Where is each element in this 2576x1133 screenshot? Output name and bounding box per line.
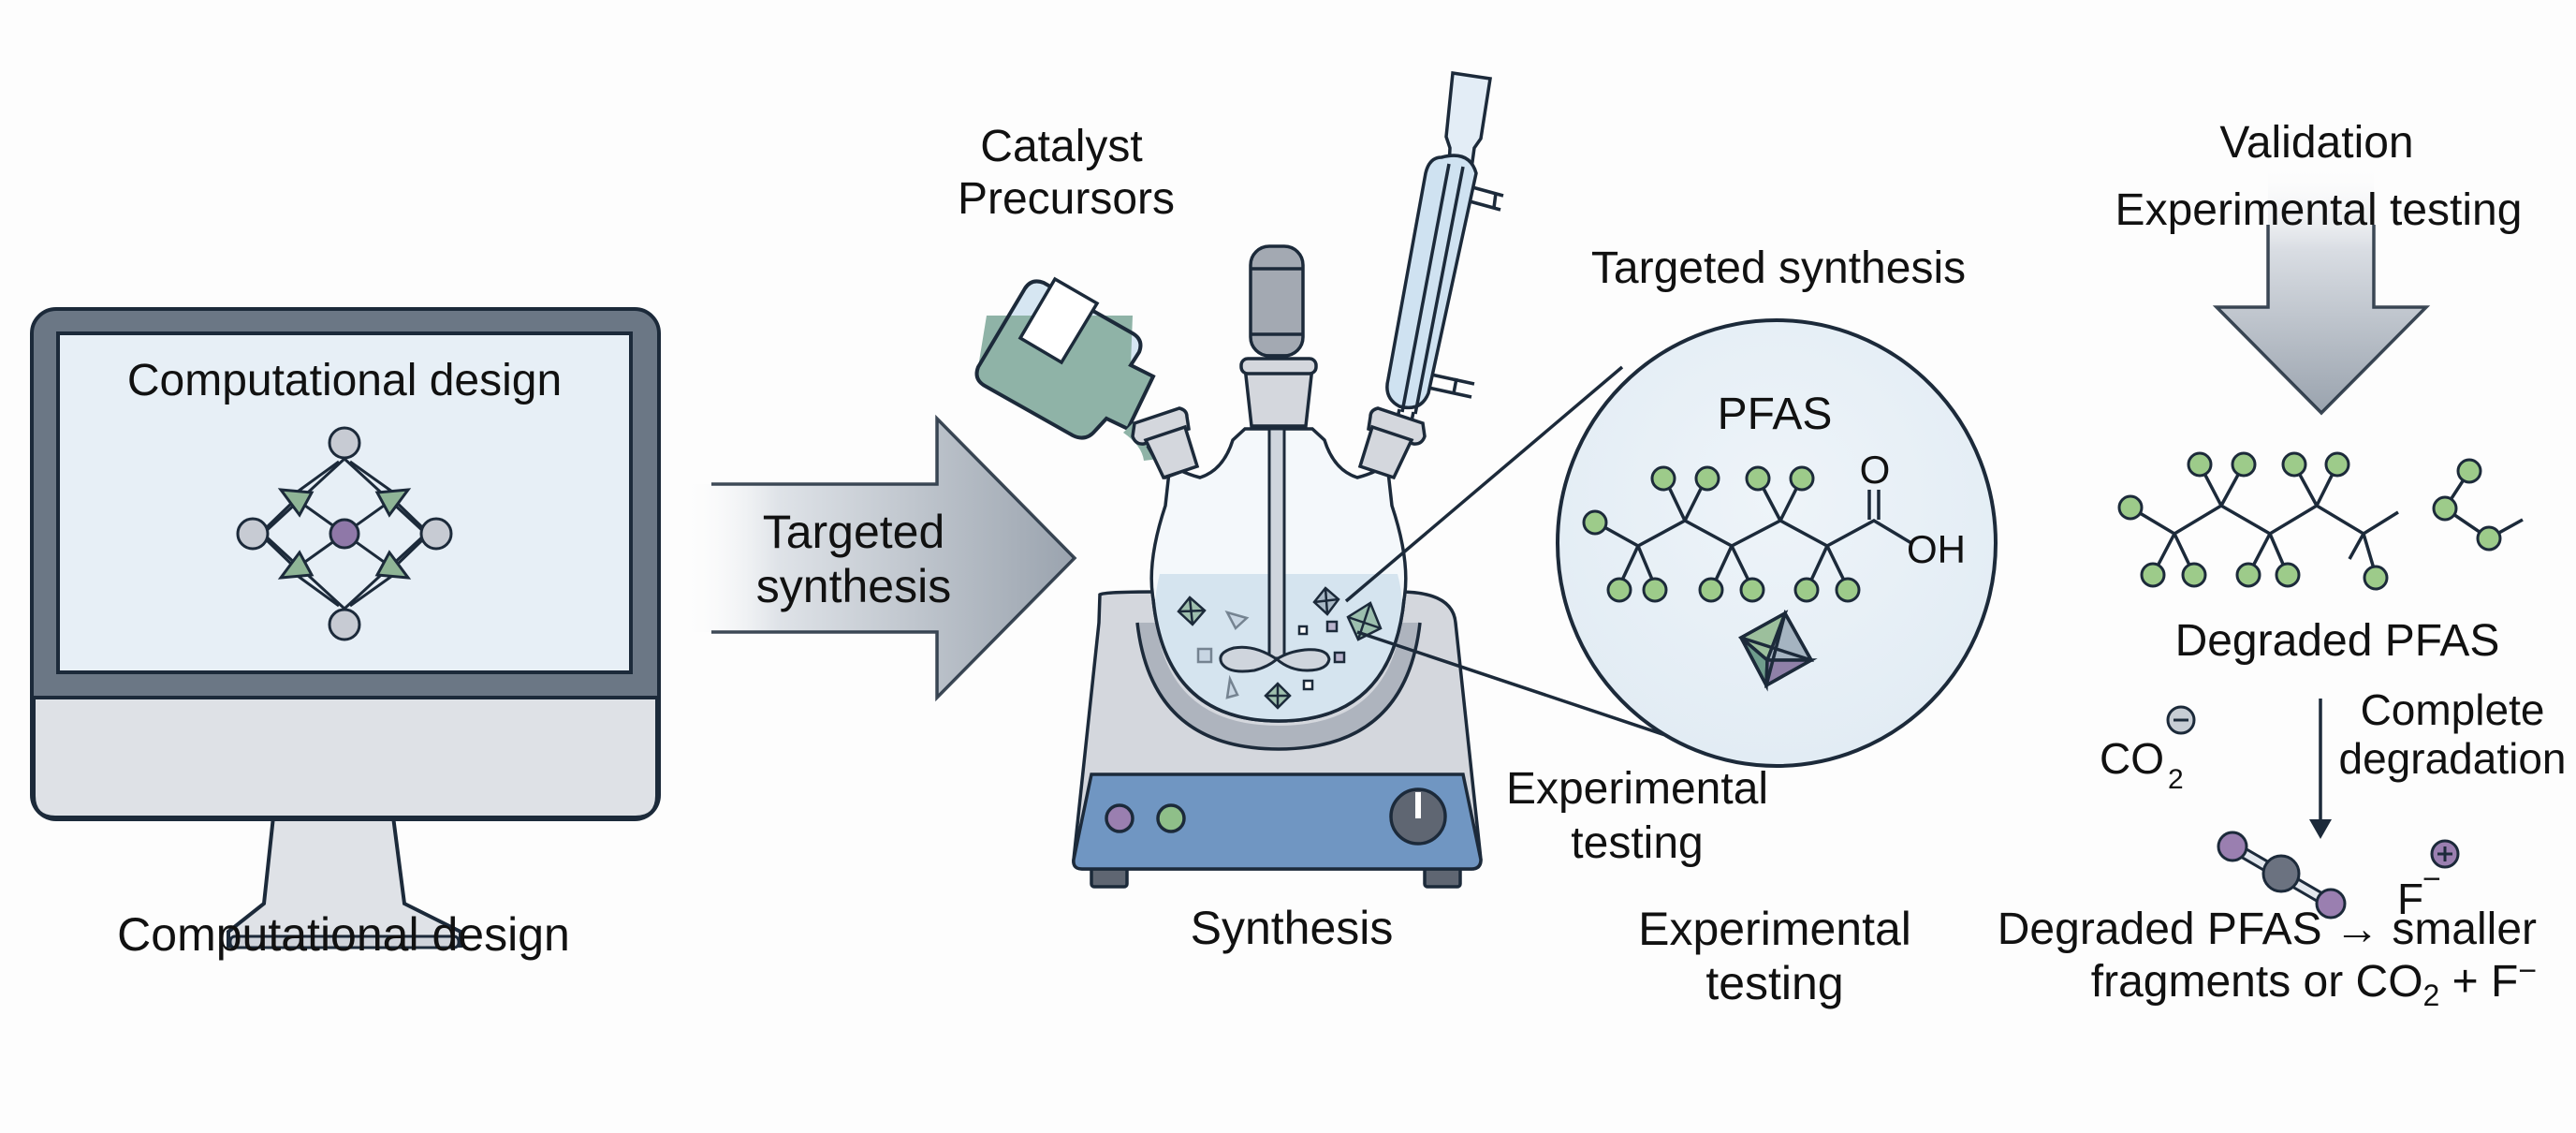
targeted-synthesis-arrow: Targeted synthesis <box>679 414 1077 702</box>
metal-node <box>236 517 270 551</box>
fluorine-atom <box>1835 577 1861 603</box>
crystal <box>1333 651 1346 664</box>
degraded-pfas-label: Degraded PFAS <box>2175 616 2500 666</box>
fluorine-atom <box>2117 494 2144 521</box>
fluorine-atom <box>2187 451 2213 478</box>
fluorine-atom <box>1642 577 1668 603</box>
stir-paddle <box>1219 645 1331 673</box>
indicator-light-green <box>1156 803 1186 833</box>
screen-title: Computational design <box>127 356 562 405</box>
carbon-atom <box>2261 854 2301 893</box>
crystal <box>1224 610 1250 631</box>
crystal <box>1225 674 1239 699</box>
lattice-metal-nodes <box>236 426 453 641</box>
crystal <box>1302 679 1314 691</box>
fluorine-atom <box>2476 525 2502 552</box>
fluorine-atom <box>1606 577 1632 603</box>
fluorine-atom <box>2281 451 2307 478</box>
experimental-testing-side-line1: Experimental <box>1506 764 1768 814</box>
center-node <box>329 518 360 550</box>
oxygen-atom <box>2217 831 2248 862</box>
crystal <box>1297 625 1309 636</box>
crystal <box>1177 596 1207 626</box>
svg-text:F: F <box>2397 875 2423 923</box>
magnifier-heading: Targeted synthesis <box>1591 243 1966 293</box>
co2-molecule <box>2217 831 2347 920</box>
fluorine-atom <box>2181 562 2207 588</box>
carbonyl-oxygen: O <box>1860 448 1891 492</box>
magnified-view: PFAS O <box>1556 318 1998 768</box>
pfas-label: PFAS <box>1718 390 1833 439</box>
complete-degradation-line1: Complete <box>2361 685 2545 734</box>
validation-caption-line1: Degraded PFAS → smaller <box>1998 905 2537 954</box>
crystal <box>1312 586 1340 616</box>
arrow-label-line1: Targeted <box>763 506 945 558</box>
three-neck-flask <box>1131 357 1427 723</box>
computer-monitor: Computational design <box>30 307 661 949</box>
linker-node <box>277 488 315 518</box>
indicator-light-purple <box>1105 803 1134 833</box>
experimental-testing-side-line2: testing <box>1571 818 1703 868</box>
fluorine-atom <box>1582 509 1608 536</box>
monitor-stand <box>227 815 462 948</box>
fluorine-atom <box>2363 565 2389 591</box>
experimental-testing-caption-line1: Experimental <box>1638 903 1911 955</box>
fluorine-atom <box>1694 465 1720 492</box>
monitor-stand-foot <box>228 934 461 949</box>
bottle-label <box>1017 276 1100 365</box>
fluoride-label: F − <box>2397 839 2460 923</box>
validation-caption-line2: fragments or CO2 + F− <box>2091 953 2537 1012</box>
fluorine-atom <box>1789 465 1815 492</box>
zoom-connector-lines <box>1344 365 1697 747</box>
validation-sublabel: Experimental testing <box>2115 185 2523 235</box>
metal-node <box>328 426 361 460</box>
metal-node <box>328 608 361 641</box>
catalyst-crystals <box>1177 586 1383 710</box>
fluorine-atom <box>2275 562 2301 588</box>
crystal <box>1196 647 1213 664</box>
fluorine-atom <box>2140 562 2166 588</box>
computational-design-caption: Computational design <box>117 908 570 961</box>
fluorine-atom <box>2432 495 2458 522</box>
fluorine-atom <box>1793 577 1820 603</box>
fluorine-atom <box>1698 577 1724 603</box>
crystal <box>1325 620 1339 633</box>
monitor-chin <box>32 696 659 819</box>
fluorine-atom <box>1739 577 1765 603</box>
synthesis-caption: Synthesis <box>1191 902 1394 954</box>
crystal <box>1346 601 1383 641</box>
fluorine-atoms <box>1582 465 1861 603</box>
svg-text:CO: CO <box>2100 734 2164 783</box>
fluorine-atom <box>2231 451 2257 478</box>
degradation-step-arrow <box>2309 699 2332 839</box>
linker-node <box>374 550 412 580</box>
catalyst-precursors-label-line2: Precursors <box>958 174 1175 224</box>
metal-node <box>419 517 453 551</box>
fluorine-atom <box>2235 562 2261 588</box>
lattice-linkers <box>277 488 412 580</box>
validation-arrow <box>2212 162 2431 416</box>
co2-label: CO 2 <box>2100 705 2196 795</box>
fluorine-atom <box>1650 465 1676 492</box>
reflux-condenser <box>1385 70 1504 445</box>
catalyst-octahedron <box>1737 609 1818 692</box>
validation-label: Validation <box>2219 118 2413 168</box>
arrow-label-line2: synthesis <box>756 560 951 612</box>
fluorine-atom <box>2324 451 2350 478</box>
precursor-bottle <box>974 276 1159 461</box>
oxygen-atom <box>2315 888 2347 920</box>
fluorine-atom <box>1745 465 1771 492</box>
catalyst-precursors-label-line1: Catalyst <box>980 122 1142 171</box>
crystal <box>1264 682 1292 710</box>
fluorine-atom <box>2456 458 2482 484</box>
degraded-pfas-chain <box>2117 451 2524 591</box>
svg-text:2: 2 <box>2168 764 2184 795</box>
hydroxyl-group: OH <box>1907 527 1966 571</box>
linker-node <box>277 550 315 580</box>
complete-degradation-line2: degradation <box>2339 734 2567 783</box>
linker-node <box>374 488 412 518</box>
experimental-testing-caption-line2: testing <box>1705 957 1843 1009</box>
svg-text:−: − <box>2422 861 2441 897</box>
